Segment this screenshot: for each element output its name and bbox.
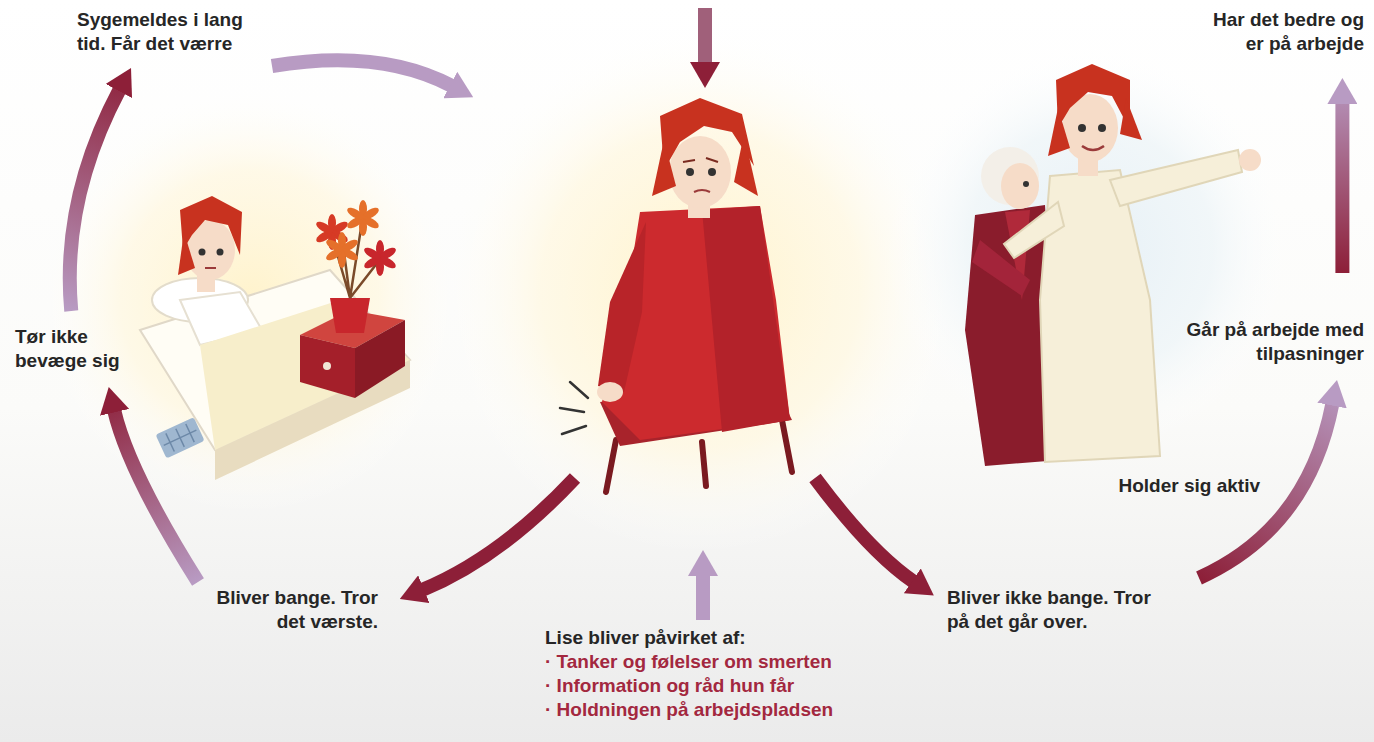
work-scene [965,64,1261,466]
lise-figure [686,168,694,176]
edge-label: Holder sig aktiv [1119,474,1261,498]
lise-figure [683,158,718,162]
flow-arrow [698,8,712,64]
stage-label: Bliver bange. Tror det værste. [206,586,378,634]
stage-label: Går på arbejde med tilpasninger [1184,318,1364,366]
bed-scene [330,298,370,333]
bed-scene [362,240,397,276]
work-scene [1056,64,1130,130]
work-scene [1023,181,1029,187]
flow-arrow [696,574,710,620]
work-scene [1239,149,1261,171]
work-scene [1001,163,1039,209]
lise-figure [598,222,646,392]
bed-scene [217,249,224,256]
flow-arrow [272,8,914,620]
lise-figure [652,140,676,196]
background-glow [435,25,965,555]
stage-text: Bliver bange. Tror det værste. [206,586,378,634]
stage-text: Sygemeldes i lang tid. Får det værre [77,8,257,56]
stage-text: Har det bedre og er på arbejde [1192,8,1364,56]
stage-label: Sygemeldes i lang tid. Får det værre [77,8,257,56]
flow-arrow [114,410,198,582]
work-scene [1004,202,1064,258]
stage-text: Lise bliver påvirket af: [545,626,833,650]
flow-arrow [422,478,575,590]
work-scene [1120,98,1142,140]
work-scene [1110,150,1242,206]
work-scene [1078,124,1086,132]
flow-arrow [815,478,914,582]
lise-figure [597,382,623,402]
lise-figure [694,190,710,192]
bed-scene [324,232,359,268]
lise-figure [708,168,716,176]
bed-scene [160,421,201,454]
flow-arrow [272,60,452,86]
bed-scene [199,249,206,256]
flow-arrow [70,89,120,311]
bed-scene [140,196,410,480]
bed-scene [180,196,242,255]
bed-scene [300,335,355,398]
lise-figure [560,382,588,434]
bed-scene [178,232,195,275]
stage-label: Har det bedre og er på arbejde [1192,8,1364,56]
stage-text: Tør ikke bevæge sig [15,325,140,373]
stage-label: Lise bliver påvirket af:· Tanker og føle… [545,626,833,722]
bed-scene [345,200,380,236]
background-glow [35,25,1295,555]
flow-arrow [1335,102,1349,273]
lise-figure [702,206,790,432]
stage-text: Bliver ikke bange. Tror på det går over. [947,586,1169,634]
stage-label: Bliver ikke bange. Tror på det går over. [947,586,1169,634]
background-glow [35,85,465,515]
bed-scene [156,417,205,458]
lise-figure [734,134,758,196]
influence-item: · Tanker og følelser om smerten [545,650,833,674]
influence-item: · Information og råd hun får [545,674,833,698]
bed-scene [323,362,331,370]
work-scene [1048,108,1070,156]
stage-text: Går på arbejde med tilpasninger [1184,318,1364,366]
bed-scene [200,300,410,450]
bed-scene [205,267,216,269]
lise-figure [669,136,731,208]
lise-figure [560,98,792,492]
bed-scene [156,417,205,458]
stage-label: Tør ikke bevæge sig [15,325,140,373]
work-scene [1098,124,1106,132]
influence-item: · Holdningen på arbejdspladsen [545,698,833,722]
work-scene [1082,146,1104,150]
